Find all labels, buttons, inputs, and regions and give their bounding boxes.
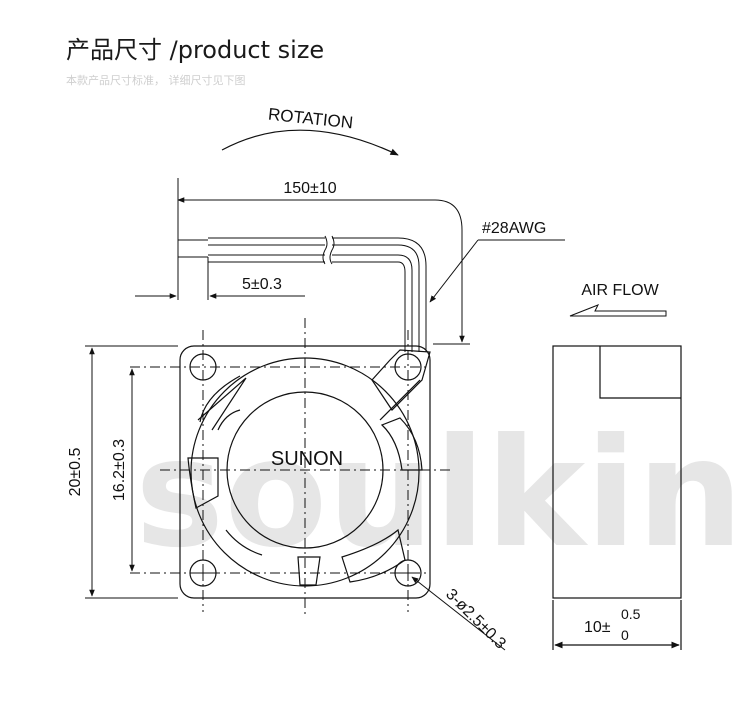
outer-size-label: 20±0.5 (67, 447, 84, 496)
air-flow-label: AIR FLOW (581, 282, 659, 299)
strip-length-label: 5±0.3 (242, 276, 282, 293)
rotation-label: ROTATION (267, 105, 354, 133)
brand-label: SUNON (271, 448, 343, 470)
page-subtitle: 本款产品尺寸标准， 详细尺寸见下图 (66, 74, 246, 87)
cable-length-label: 150±10 (283, 180, 336, 197)
holes-label: 3-ø2.5±0.3 (442, 586, 509, 653)
wire-gauge-label: #28AWG (482, 220, 546, 237)
rotation-indicator: ROTATION (221, 105, 399, 156)
page-title: 产品尺寸 /product size (66, 36, 325, 64)
lead-wires (178, 235, 427, 352)
svg-text:0.5: 0.5 (621, 606, 641, 622)
wire-gauge-leader (429, 239, 565, 303)
air-flow-indicator: AIR FLOW (569, 282, 667, 317)
outer-size-dimension (85, 345, 178, 599)
watermark: soulking (135, 407, 750, 581)
strip-length-dimension (135, 257, 305, 300)
fan-side-view (552, 345, 682, 650)
hole-crosses (195, 565, 416, 581)
cable-length-dimension (177, 178, 470, 345)
svg-text:0: 0 (621, 627, 629, 643)
thickness-label: 10± 0.5 0 (584, 606, 641, 643)
svg-text:10±: 10± (584, 619, 611, 636)
holes-leader (411, 576, 506, 651)
hole-spacing-label: 16.2±0.3 (111, 439, 128, 501)
